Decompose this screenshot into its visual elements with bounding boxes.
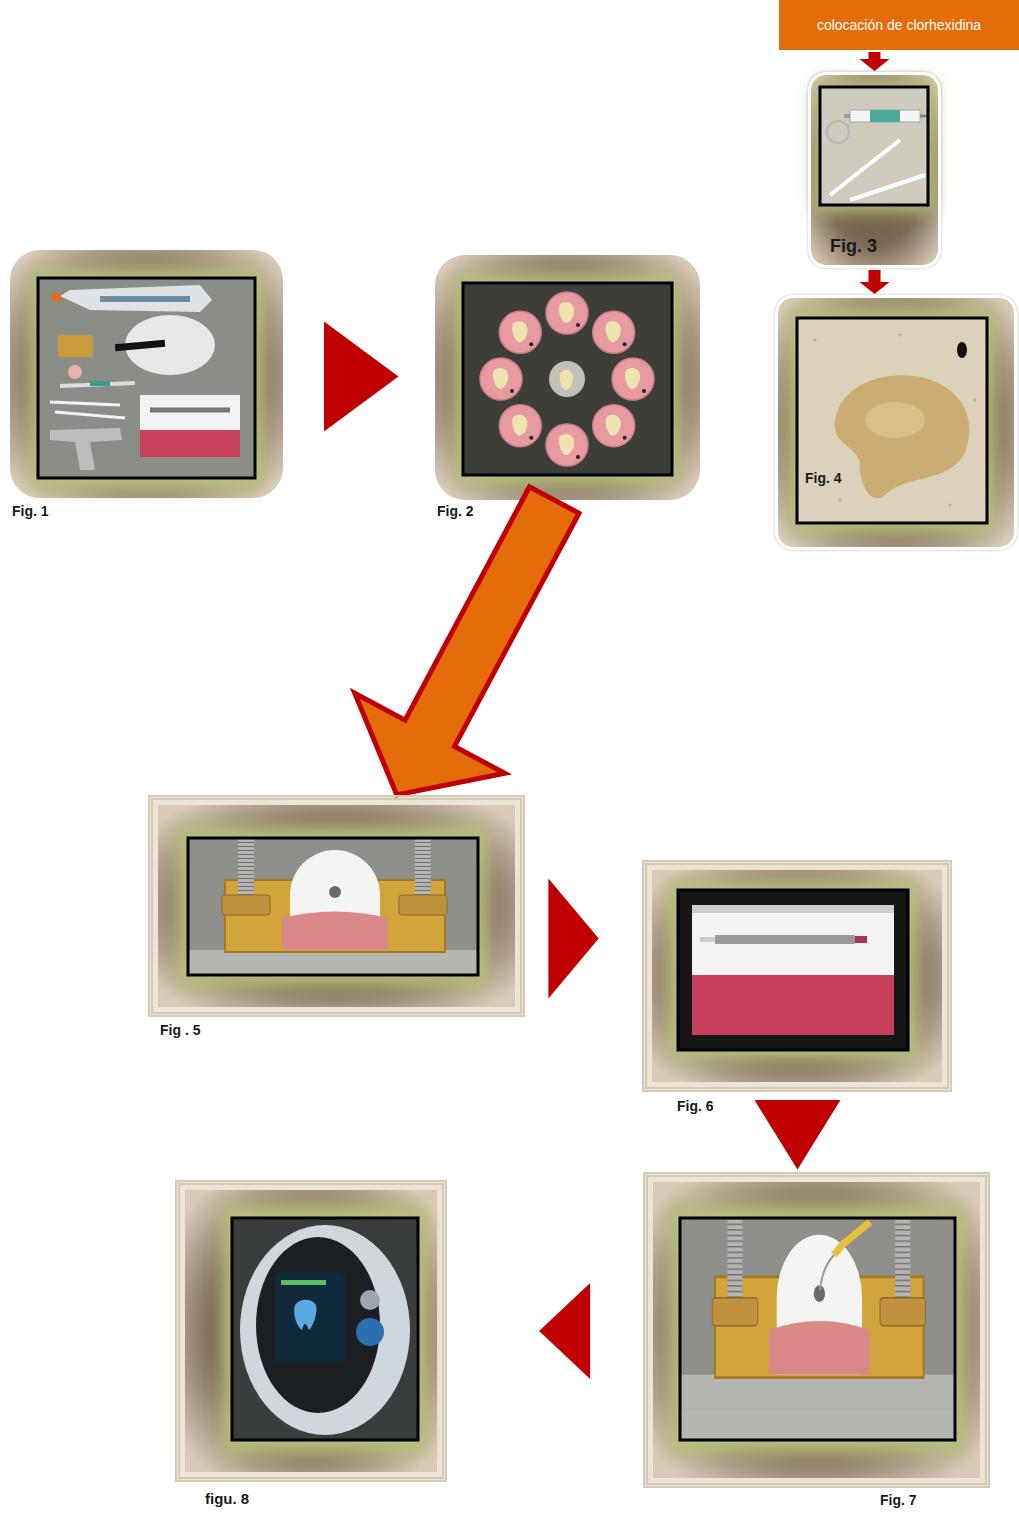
arrow-triangle [324,322,399,432]
arrow-triangle [539,1283,590,1379]
figure-label: Fig. 7 [880,1492,917,1509]
figure-2-photo [435,255,700,500]
figure-frame: Fig. 3 [808,72,941,268]
figure-frame: figu. 8 [175,1180,447,1482]
figure-label: Fig. 2 [437,503,474,520]
figure-1-photo [10,250,283,498]
figure-label: Fig . 5 [160,1022,200,1039]
figure-3-photo [808,72,941,268]
figure-7-photo [643,1172,990,1488]
figure-frame: Fig. 6 [642,860,952,1092]
figure-label: Fig. 1 [12,503,49,520]
figure-6-photo [642,860,952,1092]
arrow-triangle [755,1100,841,1170]
figure-label: figu. 8 [205,1490,249,1508]
figure-frame: Fig. 1 [10,250,283,498]
step-box: colocación de clorhexidina [779,0,1019,50]
figure-8-photo [175,1180,447,1482]
figure-label: Fig. 6 [677,1098,714,1115]
figure-5-photo [148,795,525,1017]
figure-4-photo [775,295,1017,550]
figure-frame: Fig . 5 [148,795,525,1017]
figure-frame: Fig. 2 [435,255,700,500]
figure-label: Fig. 4 [805,470,842,487]
figure-label: Fig. 3 [830,236,877,258]
figure-frame: Fig. 4 [775,295,1017,550]
down-arrow [860,52,890,71]
figure-frame: Fig. 7 [643,1172,990,1488]
block-arrow [355,487,579,795]
step-text: colocación de clorhexidina [817,17,981,34]
down-arrow [860,270,890,294]
arrow-triangle [548,879,598,999]
